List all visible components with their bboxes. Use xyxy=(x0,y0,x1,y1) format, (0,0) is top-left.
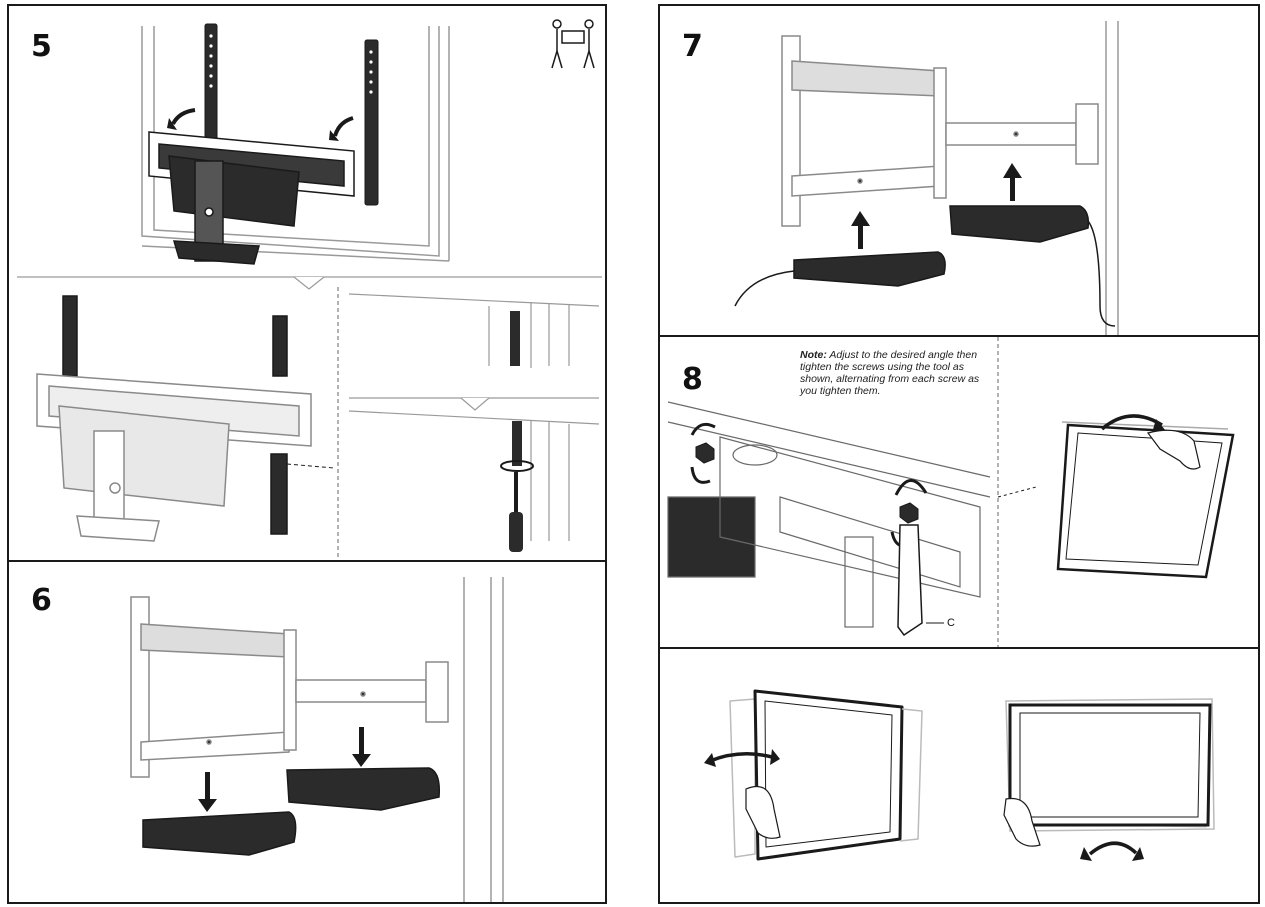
cable-cover xyxy=(793,205,1090,287)
down-arrow-icon xyxy=(198,772,217,812)
rotate-arrow-icon xyxy=(690,466,711,484)
step-8-number: 8 xyxy=(682,362,703,397)
step-9-panel xyxy=(658,647,1260,904)
tv-bracket-left xyxy=(204,23,218,145)
swivel-arrow-icon xyxy=(709,752,773,763)
note-text: Note: Adjust to the desired angle then t… xyxy=(800,349,990,397)
rotate-arrow-icon xyxy=(1088,841,1138,856)
screw-detail xyxy=(348,293,600,541)
hand-icon xyxy=(1146,429,1201,470)
wall-mount-arm xyxy=(148,131,355,265)
mount-closeup xyxy=(667,401,991,628)
up-arrow-icon xyxy=(851,211,870,249)
screwdriver-icon xyxy=(509,472,523,552)
step-5-illustration xyxy=(17,19,602,560)
step-5-panel: 5 xyxy=(7,4,607,562)
step-7-illustration xyxy=(734,21,1119,335)
rotate-arrow-icon xyxy=(171,108,196,125)
rotate-arrow-icon xyxy=(333,116,354,137)
wrench-icon xyxy=(897,524,923,637)
step-5-number: 5 xyxy=(31,29,52,64)
step-8-illustration xyxy=(667,337,1235,647)
step-6-illustration xyxy=(130,577,504,902)
mount-assembled xyxy=(36,295,312,542)
adjust-illustration xyxy=(704,689,1215,861)
power-cable xyxy=(1087,220,1116,327)
tool-letter-label: C xyxy=(947,617,955,629)
tv-tilt xyxy=(1056,421,1235,579)
rotate-arrow-icon xyxy=(500,460,534,472)
rotate-arrow-icon xyxy=(690,422,716,436)
step-6-number: 6 xyxy=(31,583,52,618)
hand-icon xyxy=(1003,797,1041,847)
power-cable xyxy=(734,270,795,307)
rotate-arrow-icon xyxy=(894,479,928,496)
step-7-panel: 7 xyxy=(658,4,1260,337)
articulating-arm xyxy=(781,35,1099,227)
cable-cover xyxy=(142,767,441,856)
nut xyxy=(695,442,919,524)
bolt xyxy=(510,311,520,366)
tv-level xyxy=(1005,698,1215,832)
tv-bracket-right xyxy=(364,39,379,206)
up-arrow-icon xyxy=(1003,163,1022,201)
step-6-panel: 6 xyxy=(7,560,607,904)
down-arrow-icon xyxy=(352,727,371,767)
hand-icon xyxy=(745,785,781,839)
articulating-arm xyxy=(130,596,449,778)
step-7-number: 7 xyxy=(682,29,703,64)
bolt xyxy=(512,421,522,466)
note-body: Adjust to the desired angle then tighten… xyxy=(800,349,980,397)
note-label: Note: xyxy=(800,349,827,361)
step-8-panel: 8 Note: Adjust to the desired angle then… xyxy=(658,335,1260,649)
two-person-lift-icon xyxy=(551,19,595,69)
